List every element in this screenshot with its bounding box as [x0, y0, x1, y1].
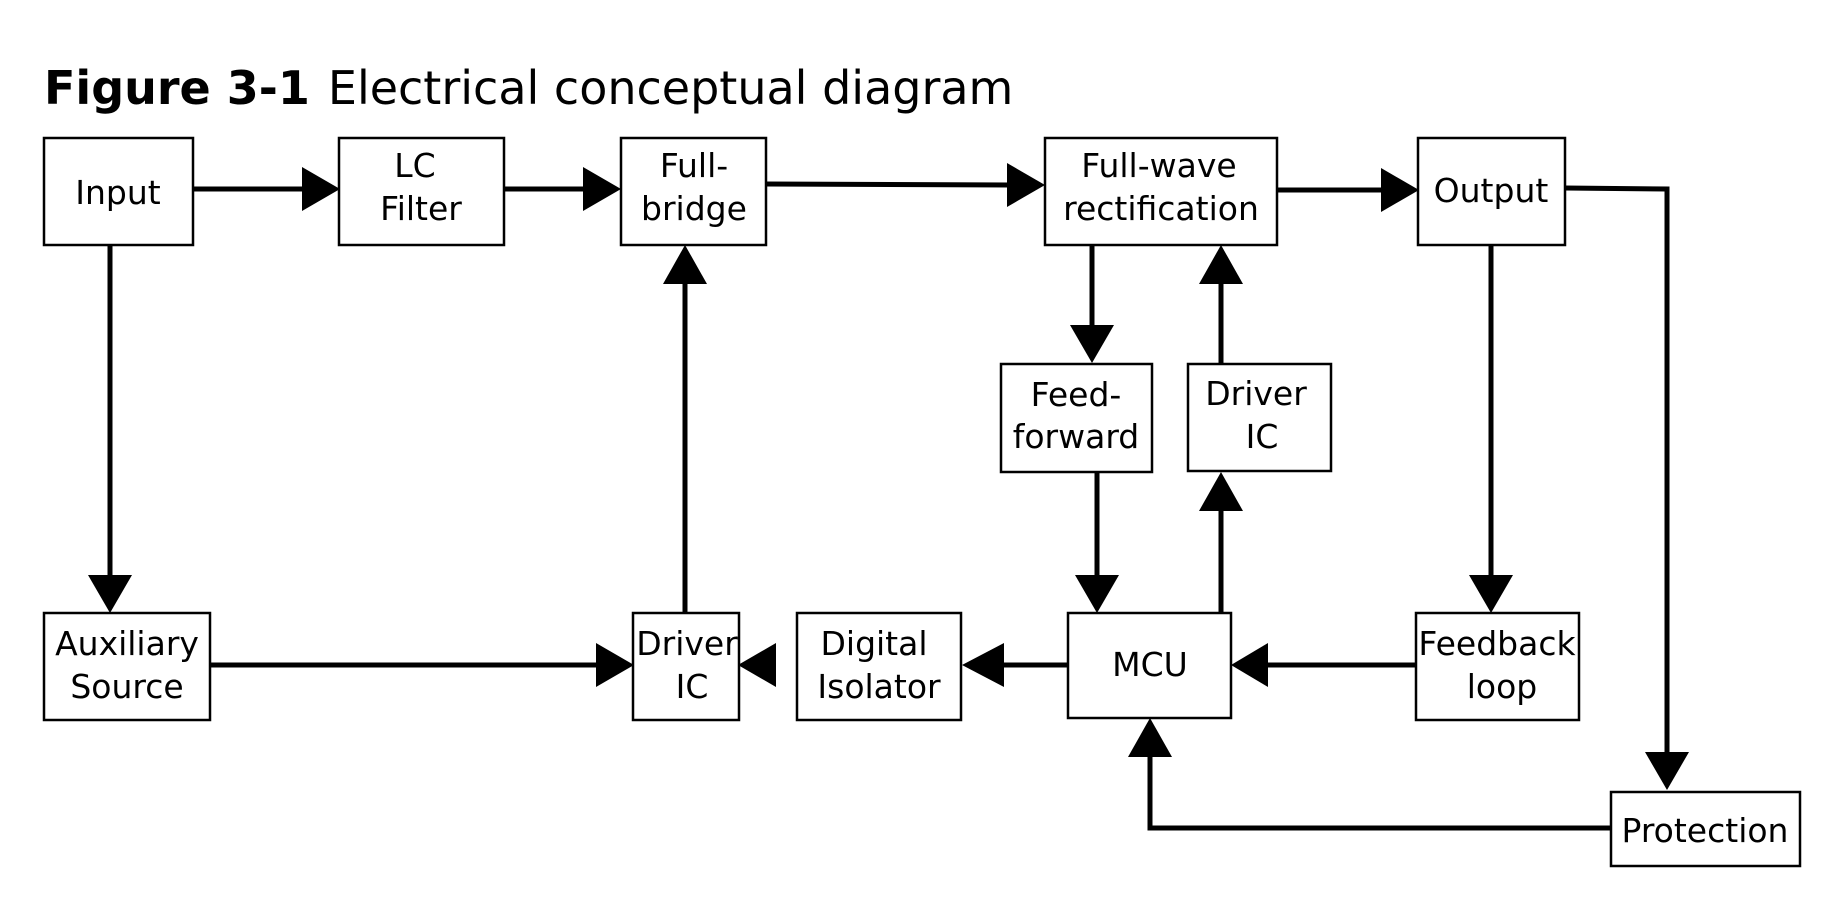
block-full-bridge-label-line2: bridge: [641, 189, 747, 228]
block-auxiliary-source: Auxiliary Source: [42, 611, 212, 722]
arrowhead-into-full-bridge-bottom: [663, 245, 707, 284]
arrowhead-into-full-bridge: [583, 167, 621, 211]
block-auxiliary-source-label-line2: Source: [70, 667, 183, 706]
block-driver-ic-upper-label-line1: Driver: [1205, 374, 1307, 413]
block-output: Output: [1416, 136, 1567, 247]
arrowhead-into-protection: [1645, 752, 1689, 790]
block-digital-isolator: Digital Isolator: [795, 611, 963, 722]
block-feed-forward-label-line1: Feed-: [1031, 375, 1122, 414]
block-driver-ic-upper: Driver IC: [1186, 362, 1333, 473]
figure-title: Figure 3-1 Electrical conceptual diagram: [44, 61, 1013, 115]
block-feed-forward-label-line2: forward: [1013, 417, 1140, 456]
arrowhead-into-rectification-bottom: [1199, 245, 1243, 284]
block-input-label: Input: [75, 173, 161, 212]
arrowhead-into-mcu-right: [1231, 643, 1268, 687]
block-auxiliary-source-label-line1: Auxiliary: [55, 624, 199, 663]
block-mcu-label: MCU: [1112, 645, 1188, 684]
block-digital-isolator-label-line2: Isolator: [817, 667, 941, 706]
block-driver-ic-lower-label-line1: Driver: [636, 624, 738, 663]
figure-number: Figure 3-1: [44, 61, 310, 115]
block-output-label: Output: [1434, 171, 1549, 210]
block-feedback-loop: Feedback loop: [1414, 611, 1581, 722]
block-full-bridge-label-line1: Full-: [660, 146, 728, 185]
block-full-wave-rectification-label-line1: Full-wave: [1081, 146, 1236, 185]
block-feed-forward: Feed- forward: [999, 362, 1154, 474]
block-full-wave-rectification-label-line2: rectification: [1063, 189, 1259, 228]
figure-title-text: Electrical conceptual diagram: [328, 61, 1014, 115]
block-mcu: MCU: [1066, 611, 1233, 720]
arrowhead-into-output: [1381, 168, 1419, 212]
block-driver-ic-lower: Driver IC: [631, 611, 741, 722]
connectors: [88, 163, 1689, 831]
wire-protection-to-mcu: [1147, 755, 1611, 831]
block-driver-ic-upper-label-line2: IC: [1246, 417, 1279, 456]
block-driver-ic-lower-label-line2: IC: [676, 667, 709, 706]
block-full-bridge: Full- bridge: [619, 136, 768, 247]
arrowhead-into-lc-filter: [302, 167, 340, 211]
arrowhead-into-digital-isolator: [962, 643, 1004, 687]
arrowhead-into-driver-ic-lower-right: [738, 643, 776, 687]
arrowhead-into-rectification: [1007, 163, 1045, 207]
arrowhead-into-auxiliary-source: [88, 575, 132, 613]
wire-full-bridge-to-rectification: [765, 181, 1011, 188]
block-full-wave-rectification: Full-wave rectification: [1043, 136, 1279, 247]
wire-output-to-protection: [1564, 185, 1670, 752]
arrowhead-into-driver-ic-lower-left: [596, 643, 634, 687]
block-feedback-loop-label-line1: Feedback: [1418, 624, 1576, 663]
block-lc-filter-label-line1: LC: [394, 146, 435, 185]
arrowhead-into-feed-forward: [1070, 325, 1114, 363]
block-feedback-loop-label-line2: loop: [1467, 667, 1538, 706]
block-digital-isolator-label-line1: Digital: [820, 624, 927, 663]
arrowhead-into-mcu-top: [1075, 575, 1119, 613]
arrowhead-into-mcu-bottom: [1128, 718, 1172, 757]
block-input: Input: [42, 136, 195, 247]
block-protection: Protection: [1609, 790, 1802, 868]
arrowhead-into-feedback-loop: [1469, 575, 1513, 613]
block-lc-filter-label-line2: Filter: [380, 189, 462, 228]
block-protection-label: Protection: [1622, 811, 1789, 850]
arrowhead-into-driver-ic-upper: [1199, 472, 1243, 511]
block-lc-filter: LC Filter: [337, 136, 506, 247]
